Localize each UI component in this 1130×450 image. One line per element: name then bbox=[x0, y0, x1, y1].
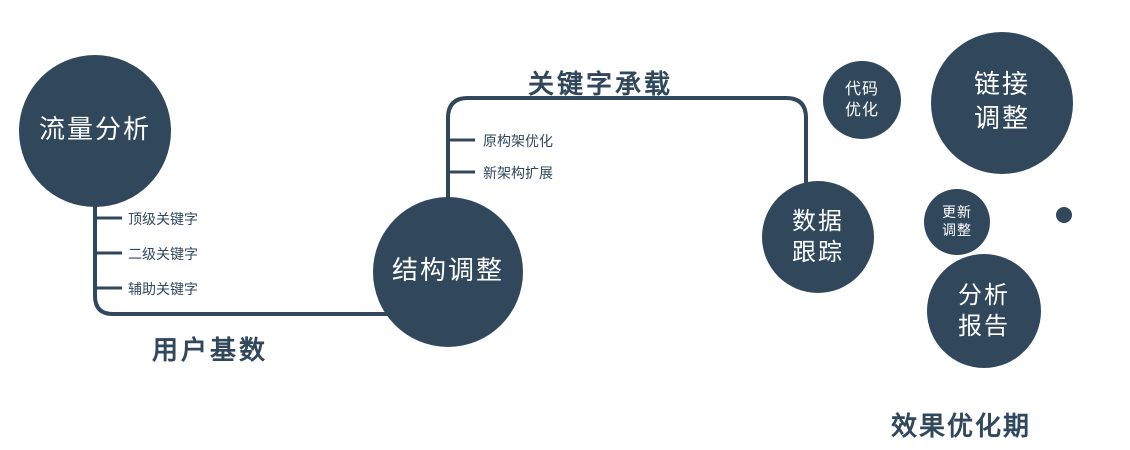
node-structure-adjustment: 结构调整 bbox=[373, 197, 523, 347]
dot-marker bbox=[1056, 207, 1072, 223]
node-structure-adjustment-label: 结构调整 bbox=[391, 256, 504, 287]
edge-label-user-base: 用户基数 bbox=[152, 336, 269, 366]
caption-effect-optimization-period: 效果优化期 bbox=[891, 412, 1032, 442]
branch-label-new-architecture: 新架构扩展 bbox=[483, 166, 553, 182]
node-analysis-report-line2: 报告 bbox=[958, 312, 1010, 340]
node-link-adjustment-line1: 链接 bbox=[973, 70, 1030, 101]
node-code-optimization-line2: 优化 bbox=[844, 100, 879, 119]
branch-label-top-keyword: 顶级关键字 bbox=[128, 212, 198, 228]
branch-label-second-keyword: 二级关键字 bbox=[128, 247, 198, 263]
node-link-adjustment: 链接 调整 bbox=[931, 32, 1073, 174]
node-update-adjustment-line2: 调整 bbox=[942, 223, 972, 239]
node-analysis-report-line1: 分析 bbox=[958, 280, 1010, 309]
edge-keyword-bearing-line bbox=[446, 96, 808, 204]
node-analysis-report: 分析 报告 bbox=[927, 254, 1041, 368]
node-code-optimization: 代码 优化 bbox=[823, 61, 901, 139]
node-data-tracking-line2: 跟踪 bbox=[792, 238, 844, 266]
node-traffic-analysis: 流量分析 bbox=[19, 55, 171, 207]
node-code-optimization-line1: 代码 bbox=[844, 79, 879, 99]
node-data-tracking: 数据 跟踪 bbox=[762, 181, 874, 293]
node-data-tracking-line1: 数据 bbox=[792, 206, 844, 235]
branch-label-original-architecture: 原构架优化 bbox=[483, 134, 553, 150]
node-traffic-analysis-label: 流量分析 bbox=[38, 115, 151, 146]
node-update-adjustment-line1: 更新 bbox=[942, 204, 972, 221]
node-link-adjustment-line2: 调整 bbox=[973, 104, 1030, 134]
branch-label-aux-keyword: 辅助关键字 bbox=[128, 282, 198, 298]
node-update-adjustment: 更新 调整 bbox=[924, 189, 990, 255]
edge-label-keyword-bearing: 关键字承载 bbox=[528, 70, 674, 100]
edge-user-base-line bbox=[93, 200, 415, 316]
